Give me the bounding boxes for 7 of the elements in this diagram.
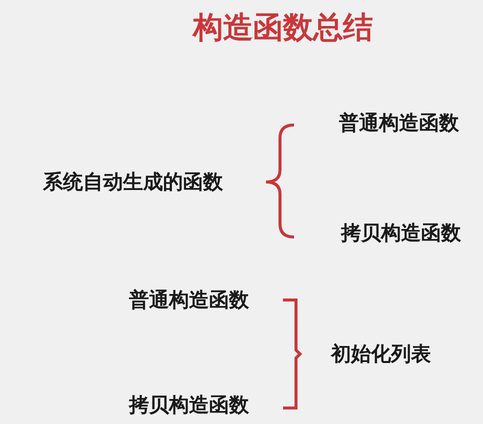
label: 普通构造函数 [339, 110, 459, 136]
label: 初始化列表 [331, 340, 431, 368]
label: 拷贝构造函数 [129, 392, 249, 418]
label: 拷贝构造函数 [341, 220, 461, 246]
label: 普通构造函数 [129, 286, 249, 314]
label: 系统自动生成的函数 [43, 168, 223, 196]
title: 构造函数总结 [193, 10, 373, 48]
